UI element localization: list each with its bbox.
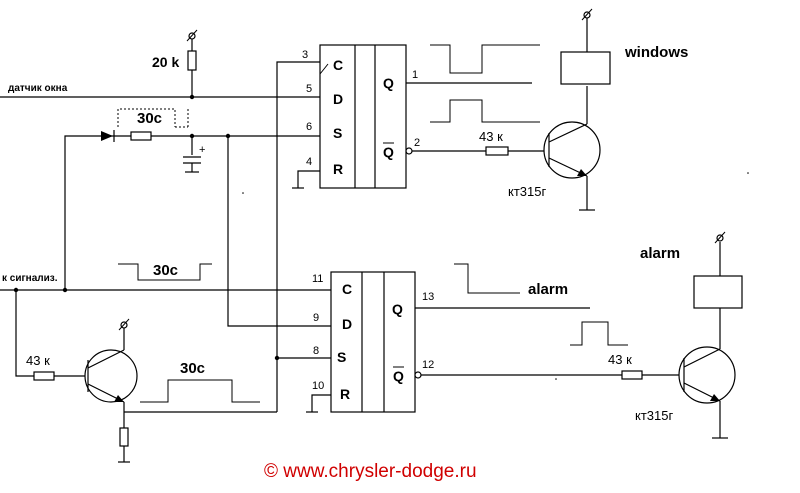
ff1-q-label: Q (383, 75, 394, 91)
ff2-d-label: D (342, 316, 352, 332)
to-alarm-label: к сигнализ. (2, 273, 58, 284)
flip-flop-1-body (319, 44, 407, 189)
pulse-1-label: 30с (137, 110, 162, 127)
ff1-r-label: R (333, 161, 343, 177)
pulse-indicator-3: 30с (140, 360, 260, 403)
ff2-outputs: 43 к alarm (414, 263, 680, 380)
flip-flop-1: C D S R Q Q 3 5 6 4 1 2 (302, 44, 420, 189)
capacitor-polarity: + (199, 144, 205, 156)
waveform-q1 (430, 44, 540, 74)
ff2-pin-s: 8 (313, 345, 319, 357)
relay-coil-alarm (693, 275, 743, 309)
alarm-input-wiring: к сигнализ. (0, 273, 331, 413)
ff1-pin-q: 1 (412, 69, 418, 81)
d2-wire (227, 136, 331, 327)
flip-flop-2: C D S R Q Q 11 9 8 10 13 12 (312, 271, 434, 413)
ff1-pin-r: 4 (306, 156, 312, 168)
resistor-43k-2-label: 43 к (608, 352, 632, 367)
transistor-2-label: кт315г (635, 408, 673, 423)
waveform-q2 (454, 263, 520, 294)
ff1-clock-edge (319, 63, 329, 75)
ff2-c-label: C (342, 281, 352, 297)
resistor-20k: 20 k (152, 29, 198, 97)
pulse-indicator-2: 30с (118, 262, 212, 281)
sensor-label: датчик окна (8, 83, 68, 94)
copyright-text: © www.chrysler-dodge.ru (264, 461, 477, 482)
transistor-left: 43 к (15, 290, 277, 463)
ff2-pin-d: 9 (313, 312, 319, 324)
alarm-output-label: alarm (528, 281, 568, 298)
ff1-pin-d: 5 (306, 83, 312, 95)
ff1-s-label: S (333, 125, 342, 141)
ff2-r-label: R (340, 386, 350, 402)
pulse-indicator-1: 30с (117, 108, 189, 128)
resistor-20k-label: 20 k (152, 54, 179, 70)
windows-label: windows (624, 44, 688, 61)
ff2-q-label: Q (392, 301, 403, 317)
transistor-1: кт315г (508, 86, 601, 211)
capacitor: + (183, 136, 205, 173)
relay-alarm: alarm (640, 231, 743, 309)
pulse-2-label: 30с (153, 262, 178, 279)
flip-flop-2-body (330, 271, 416, 413)
diode-branch (101, 130, 152, 142)
pulse-3-label: 30с (180, 360, 205, 377)
ff1-outputs: 43 к (405, 44, 545, 156)
diode-symbol (101, 131, 113, 141)
ff1-pin-c: 3 (302, 49, 308, 61)
ff1-pin-qbar: 2 (414, 137, 420, 149)
waveform-qbar2 (570, 321, 628, 346)
transistor-2: кт315г (635, 308, 736, 439)
resistor-43k-1-label: 43 к (479, 129, 503, 144)
ff1-pin-s: 6 (306, 121, 312, 133)
resistor-43k-left-label: 43 к (26, 353, 50, 368)
ff2-pin-q: 13 (422, 291, 434, 303)
relay-windows: windows (560, 8, 688, 85)
ff2-pin-r: 10 (312, 380, 324, 392)
waveform-qbar1 (430, 99, 540, 123)
ff2-pin-qbar: 12 (422, 359, 434, 371)
ff1-c-label: C (333, 57, 343, 73)
ff2-s-label: S (337, 349, 346, 365)
ff1-qbar-label: Q (383, 144, 394, 160)
ff2-qbar-label: Q (393, 368, 404, 384)
alarm-relay-label: alarm (640, 245, 680, 262)
ff2-pin-c: 11 (312, 273, 323, 285)
relay-coil-windows (560, 51, 611, 85)
ff1-d-label: D (333, 91, 343, 107)
transistor-1-label: кт315г (508, 184, 546, 199)
